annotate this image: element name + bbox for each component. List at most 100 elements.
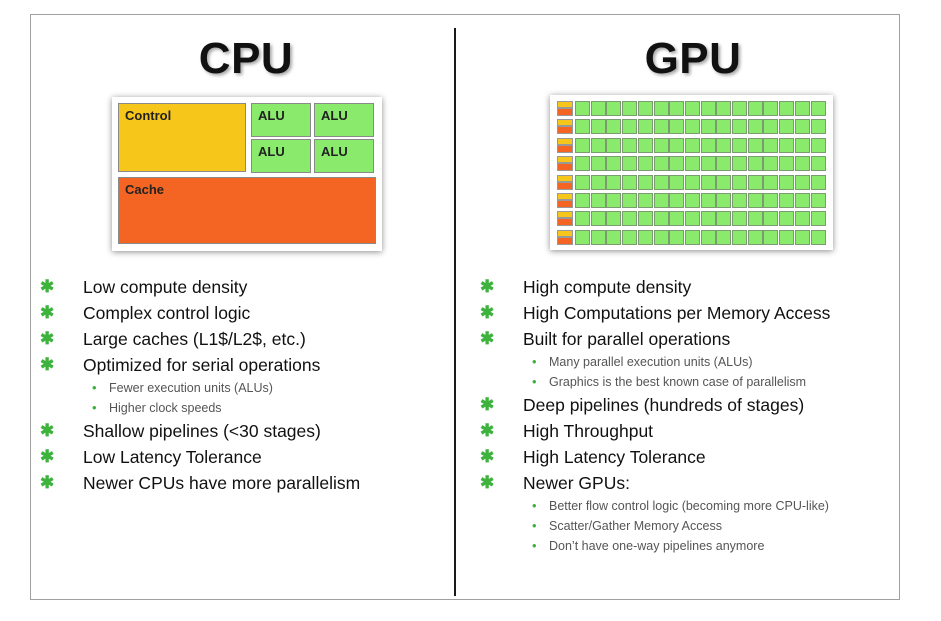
sub-bullet-item: •Higher clock speeds: [40, 398, 450, 418]
star-bullet-icon: ✱: [480, 329, 495, 348]
sub-bullet-item: • Fewer execution units (ALUs): [40, 378, 450, 398]
gpu-alu-cell: [606, 101, 622, 116]
gpu-alu-cell: [763, 137, 779, 153]
bullet-item: ✱Deep pipelines (hundreds of stages): [480, 392, 900, 418]
bullet-item: ✱ Built for parallel operations: [480, 326, 900, 352]
dot-bullet-icon: •: [532, 354, 537, 369]
cpu-feature-list: ✱ Low compute density ✱ Complex control log…: [40, 274, 450, 496]
gpu-alu-cell: [763, 119, 779, 135]
gpu-alu-cell: [590, 119, 606, 135]
gpu-cache-unit: [557, 163, 573, 172]
star-bullet-icon: ✱: [40, 303, 55, 322]
gpu-alu-cell: [779, 229, 795, 245]
gpu-alu-cell: [606, 119, 622, 135]
gpu-alu-cell: [779, 211, 795, 227]
gpu-alu-cell: [716, 137, 732, 153]
gpu-alu-cell: [794, 156, 810, 172]
gpu-alu-cell: [763, 229, 779, 245]
gpu-alu-cell: [810, 174, 826, 190]
dot-bullet-icon: •: [92, 380, 97, 395]
gpu-alu-cell: [590, 137, 606, 153]
cpu-block-diagram: Control ALU ALU ALU ALU Cache: [112, 97, 382, 251]
gpu-alu-cell: [747, 156, 763, 172]
gpu-alu-cell: [684, 174, 700, 190]
gpu-cache-unit: [557, 200, 573, 208]
gpu-core-row: [557, 119, 826, 135]
column-divider: [454, 28, 456, 596]
gpu-alu-cell: [716, 229, 732, 245]
bullet-text: Complex control logic: [83, 303, 251, 323]
bullet-text: Built for parallel operations: [523, 329, 731, 349]
bullet-text: High compute density: [523, 277, 692, 297]
bullet-item: ✱Newer GPUs:: [480, 470, 900, 496]
gpu-alu-cell: [763, 174, 779, 190]
gpu-alu-cell: [653, 156, 669, 172]
gpu-control-unit: [557, 137, 573, 145]
sub-bullet-item: •Don’t have one-way pipelines anymore: [480, 536, 900, 556]
gpu-alu-cell: [794, 119, 810, 135]
bullet-text: High Computations per Memory Access: [523, 303, 831, 323]
sub-bullet-item: •Graphics is the best known case of para…: [480, 372, 900, 392]
alu-block: ALU: [314, 139, 374, 173]
gpu-alu-cell: [684, 137, 700, 153]
gpu-control-unit: [557, 119, 573, 127]
control-block: Control: [118, 103, 246, 172]
gpu-alu-cell: [747, 119, 763, 135]
gpu-title: GPU: [644, 34, 742, 83]
gpu-alu-cell: [606, 211, 622, 227]
gpu-alu-cell: [732, 119, 747, 135]
bullet-item: ✱Low Latency Tolerance: [40, 444, 450, 470]
gpu-alu-cell: [684, 193, 700, 208]
gpu-alu-cell: [732, 174, 747, 190]
gpu-alu-cell: [794, 174, 810, 190]
gpu-alu-cell: [622, 101, 638, 116]
star-bullet-icon: ✱: [480, 447, 495, 466]
star-bullet-icon: ✱: [480, 277, 495, 296]
gpu-alu-cell: [637, 137, 653, 153]
bullet-text: Large caches (L1$/L2$, etc.): [83, 329, 306, 349]
gpu-feature-list: ✱ High compute density ✱ High Computations …: [480, 274, 900, 556]
gpu-alu-cell: [747, 193, 763, 208]
gpu-alu-cell: [606, 193, 622, 208]
gpu-core-row: [557, 211, 826, 227]
gpu-alu-cell: [590, 211, 606, 227]
sub-bullet-text: Fewer execution units (ALUs): [109, 381, 273, 395]
gpu-alu-cell: [732, 101, 747, 116]
gpu-alu-cell: [575, 229, 590, 245]
bullet-text: High Latency Tolerance: [523, 447, 706, 467]
gpu-alu-cell: [716, 119, 732, 135]
gpu-alu-cell: [779, 174, 795, 190]
sub-bullet-text: Scatter/Gather Memory Access: [549, 519, 722, 533]
gpu-alu-cell: [575, 193, 590, 208]
gpu-alu-cell: [700, 101, 716, 116]
bullet-text: Low compute density: [83, 277, 248, 297]
star-bullet-icon: ✱: [40, 329, 55, 348]
bullet-text: Shallow pipelines (<30 stages): [83, 421, 321, 441]
gpu-alu-cell: [716, 211, 732, 227]
gpu-core-row: [557, 156, 826, 172]
dot-bullet-icon: •: [532, 498, 537, 513]
gpu-alu-cell: [622, 119, 638, 135]
star-bullet-icon: ✱: [40, 277, 55, 296]
gpu-alu-cell: [810, 137, 826, 153]
alu-block: ALU: [251, 103, 311, 137]
gpu-alu-cell: [669, 156, 685, 172]
gpu-alu-cell: [669, 193, 685, 208]
gpu-alu-cell: [732, 137, 747, 153]
bullet-item: ✱ Low compute density: [40, 274, 450, 300]
gpu-alu-cell: [716, 193, 732, 208]
gpu-alu-cell: [732, 193, 747, 208]
gpu-alu-cell: [684, 101, 700, 116]
gpu-alu-cell: [732, 156, 747, 172]
gpu-alu-cell: [653, 229, 669, 245]
gpu-alu-cell: [779, 101, 795, 116]
gpu-control-unit: [557, 211, 573, 219]
gpu-alu-cell: [637, 156, 653, 172]
gpu-alu-cell: [779, 193, 795, 208]
sub-bullet-item: •Many parallel execution units (ALUs): [480, 352, 900, 372]
gpu-alu-cell: [763, 156, 779, 172]
gpu-core-row: [557, 101, 826, 116]
gpu-alu-cell: [700, 229, 716, 245]
bullet-text: Optimized for serial operations: [83, 355, 321, 375]
gpu-alu-cell: [716, 156, 732, 172]
